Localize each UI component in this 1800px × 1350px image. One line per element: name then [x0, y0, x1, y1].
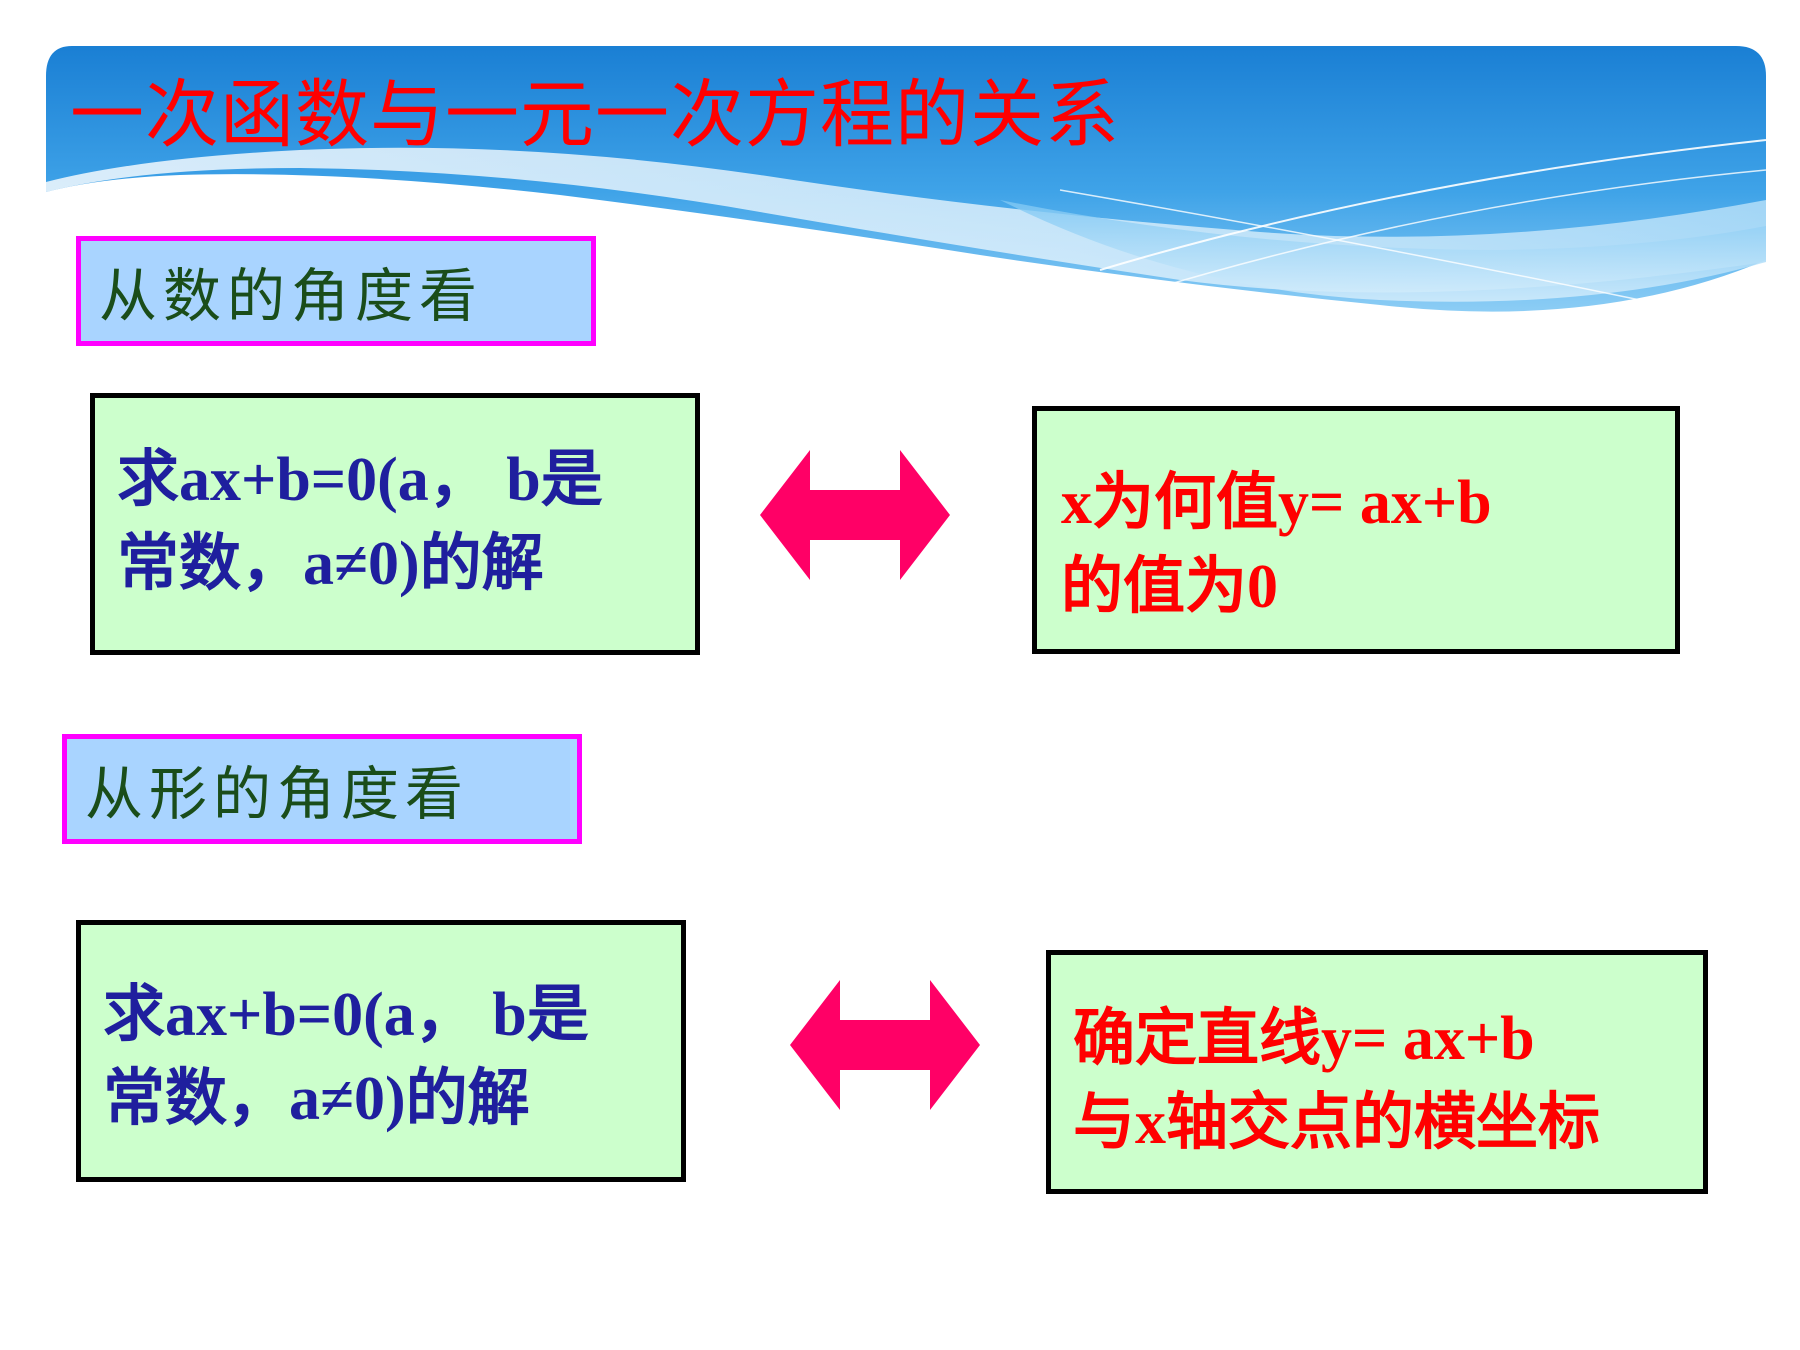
double-headed-arrow-icon	[790, 980, 980, 1110]
graphical-perspective-label: 从形的角度看	[62, 734, 582, 844]
numeric-equation-box: 求ax+b=0(a， b是 常数，a≠0)的解	[90, 393, 700, 655]
graphical-line-box: 确定直线y= ax+b 与x轴交点的横坐标	[1046, 950, 1708, 1194]
graphical-line-line-2: 与x轴交点的横坐标	[1073, 1089, 1601, 1157]
numeric-equation-line-1: 求ax+b=0(a， b是	[117, 446, 603, 514]
graphical-equation-box: 求ax+b=0(a， b是 常数，a≠0)的解	[76, 920, 686, 1182]
slide-title: 一次函数与一元一次方程的关系	[70, 72, 1120, 158]
graphical-perspective-label-text: 从形的角度看	[85, 760, 470, 828]
numeric-function-line-2: 的值为0	[1061, 553, 1279, 621]
graphical-equation-line-2: 常数，a≠0)的解	[103, 1065, 530, 1133]
numeric-function-box: x为何值y= ax+b 的值为0	[1032, 406, 1680, 654]
double-headed-arrow-icon	[760, 450, 950, 580]
numeric-perspective-label-text: 从数的角度看	[99, 262, 484, 330]
wave-banner	[46, 46, 1767, 312]
numeric-perspective-label: 从数的角度看	[76, 236, 596, 346]
numeric-function-line-1: x为何值y= ax+b	[1061, 469, 1492, 537]
numeric-equation-line-2: 常数，a≠0)的解	[117, 530, 544, 598]
graphical-line-line-1: 确定直线y= ax+b	[1073, 1005, 1535, 1073]
graphical-equation-line-1: 求ax+b=0(a， b是	[103, 981, 589, 1049]
